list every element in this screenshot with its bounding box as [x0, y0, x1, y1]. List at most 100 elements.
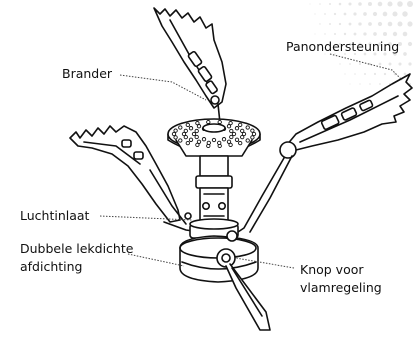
- background-dot: [368, 2, 372, 6]
- background-dot: [354, 73, 356, 75]
- burner-hole: [241, 129, 244, 132]
- background-dot: [374, 73, 376, 75]
- background-dot: [354, 33, 357, 36]
- background-dot: [334, 13, 336, 15]
- background-dot: [378, 22, 382, 26]
- leader-brander: [120, 75, 206, 100]
- burner-hole: [230, 135, 233, 138]
- background-dot: [379, 83, 381, 85]
- background-dot: [387, 1, 392, 6]
- background-dot: [363, 32, 366, 35]
- background-dot: [314, 13, 315, 14]
- burner-hole: [227, 125, 230, 128]
- background-dot: [383, 12, 388, 17]
- background-dot: [392, 11, 397, 16]
- background-dot: [364, 73, 366, 75]
- label-knop-line-1: Knop voor: [300, 262, 364, 277]
- background-dot: [349, 23, 352, 26]
- background-dot: [408, 62, 411, 65]
- label-knop-voor-vlamregeling: Knop voor vlamregeling: [300, 262, 382, 295]
- burner-hole: [235, 127, 238, 130]
- background-dot: [314, 33, 315, 34]
- burner-hole: [227, 140, 230, 143]
- background-dot: [368, 22, 372, 26]
- leader-panondersteuning: [330, 54, 402, 80]
- background-dot: [358, 22, 361, 25]
- label-brander: Brander: [62, 66, 113, 81]
- background-dot: [363, 12, 367, 16]
- background-dot: [329, 23, 331, 25]
- burner-hole: [246, 126, 249, 129]
- burner-hole: [195, 135, 198, 138]
- burner-hole: [252, 132, 255, 135]
- background-dot: [324, 13, 326, 15]
- burner-hole: [239, 141, 242, 144]
- burner-hole: [246, 139, 249, 142]
- background-dot: [339, 23, 341, 25]
- background-dot: [334, 33, 336, 35]
- burner-hole: [232, 132, 235, 135]
- background-dot: [403, 52, 407, 56]
- pot-support-right: [232, 74, 412, 236]
- burner-hole: [235, 138, 238, 141]
- background-dot: [344, 73, 345, 74]
- background-dot: [402, 11, 407, 16]
- background-dot: [353, 12, 356, 15]
- background-dot: [388, 22, 393, 27]
- background-dot: [408, 42, 412, 46]
- background-dot: [398, 22, 403, 27]
- burner-hole: [174, 136, 177, 139]
- burner-hole: [179, 139, 182, 142]
- background-dot: [397, 1, 403, 7]
- label-panondersteuning: Panondersteuning: [286, 39, 399, 54]
- background-dot: [359, 83, 360, 84]
- background-dot: [407, 1, 413, 7]
- background-dot: [383, 32, 387, 36]
- background-dot: [359, 63, 361, 65]
- background-dot: [373, 12, 377, 16]
- background-dot: [349, 63, 351, 65]
- burner-hole: [186, 123, 189, 126]
- background-dot: [319, 3, 321, 5]
- burner-hole: [197, 125, 200, 128]
- burner-hole: [230, 129, 233, 132]
- background-dot: [339, 3, 342, 6]
- background-dot: [384, 73, 386, 75]
- burner-hole: [192, 132, 195, 135]
- burner-hole: [218, 141, 221, 144]
- burner-head: [168, 119, 260, 156]
- background-dot: [369, 83, 371, 85]
- label-afdichting-line-2: afdichting: [20, 259, 83, 274]
- burner-hole: [189, 127, 192, 130]
- background-dot: [404, 73, 407, 76]
- stove-stem: [196, 156, 232, 224]
- label-afdichting-line-1: Dubbele lekdichte: [20, 241, 134, 256]
- burner-hole: [202, 138, 205, 141]
- background-dot: [373, 32, 377, 36]
- burner-hole: [174, 129, 177, 132]
- background-dot: [344, 33, 346, 35]
- background-dot: [398, 62, 401, 65]
- burner-hole: [241, 135, 244, 138]
- burner-hole: [251, 136, 254, 139]
- label-luchtinlaat: Luchtinlaat: [20, 208, 90, 223]
- label-knop-line-2: vlamregeling: [300, 280, 382, 295]
- background-dot: [344, 13, 347, 16]
- background-dot: [403, 32, 408, 37]
- burner-hole: [172, 132, 175, 135]
- burner-hole: [239, 123, 242, 126]
- background-dot: [358, 2, 362, 6]
- burner-hole: [179, 126, 182, 129]
- background-dot: [393, 32, 397, 36]
- burner-hole: [207, 141, 210, 144]
- background-dot: [407, 21, 412, 26]
- background-dot: [349, 83, 350, 84]
- burner-hole: [197, 140, 200, 143]
- burner-hole: [186, 141, 189, 144]
- burner-hole: [222, 138, 225, 141]
- background-dot: [339, 63, 340, 64]
- background-dot: [329, 3, 331, 5]
- background-dot: [389, 63, 392, 66]
- burner-hole: [212, 138, 215, 141]
